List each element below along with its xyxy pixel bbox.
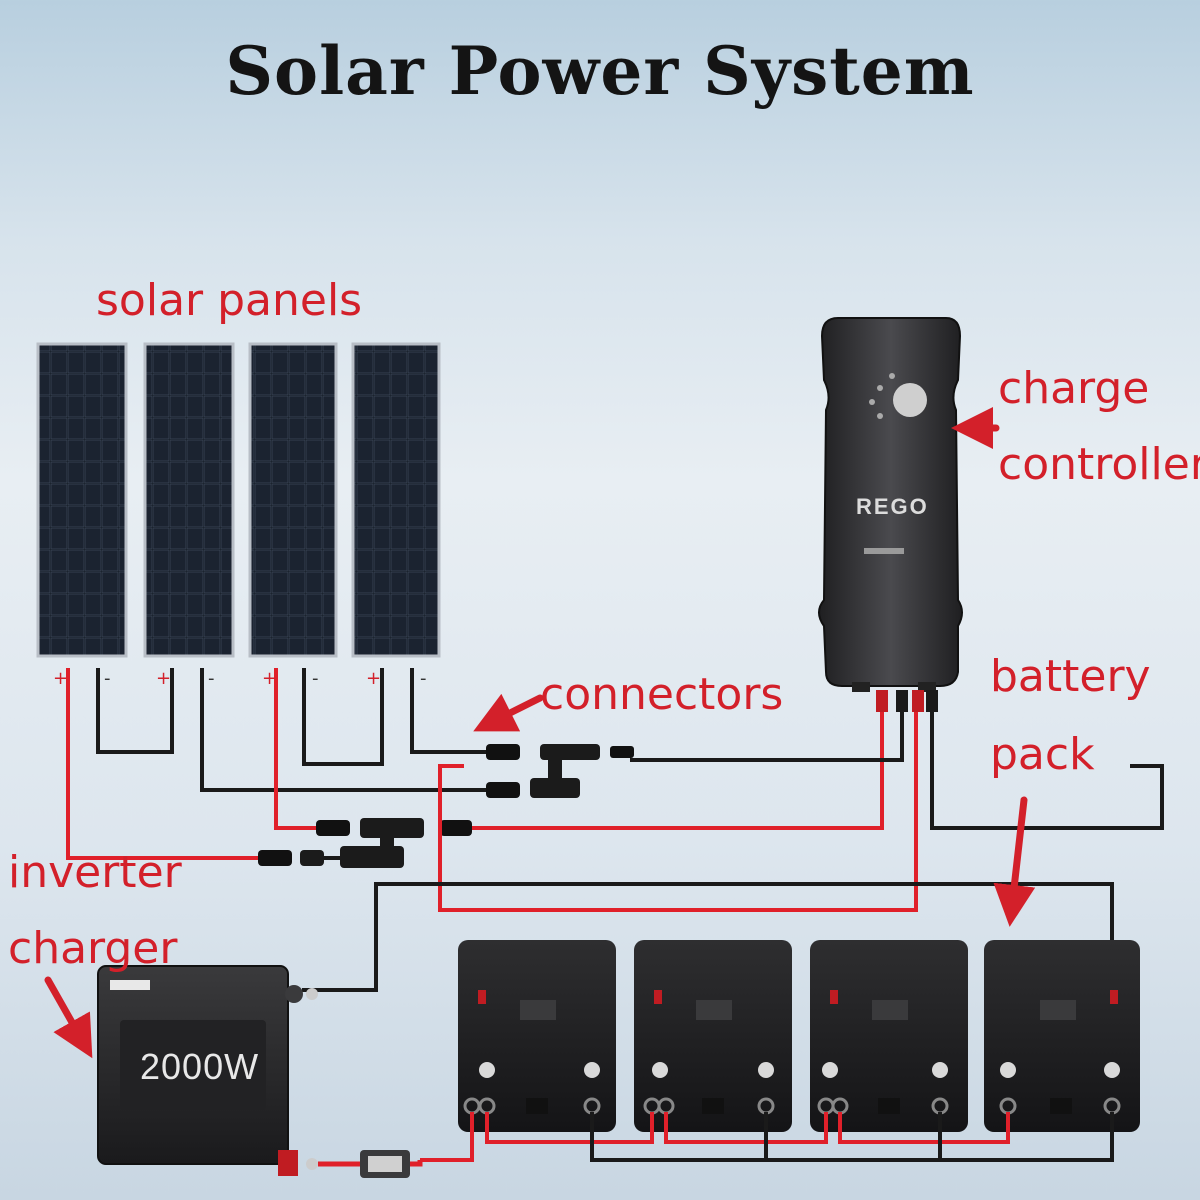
panel-terminal-marks: + - + - + - + - xyxy=(53,668,427,689)
battery-2 xyxy=(634,940,792,1132)
charge-controller xyxy=(818,317,963,712)
label-charger: charger xyxy=(8,923,178,974)
arrow-inverter-charger xyxy=(44,976,93,1059)
label-pack: pack xyxy=(990,729,1095,780)
battery-1 xyxy=(458,940,616,1132)
terminal-plus-3: + xyxy=(262,668,277,689)
terminal-plus-2: + xyxy=(156,668,171,689)
label-battery: battery xyxy=(990,651,1151,702)
inverter-charger xyxy=(97,965,423,1178)
label-controller: controller xyxy=(998,439,1200,490)
solar-panels xyxy=(36,342,441,658)
battery-3 xyxy=(810,940,968,1132)
terminal-minus-3: - xyxy=(312,668,319,689)
controller-battery-wiring xyxy=(302,712,1164,992)
mc4-connectors xyxy=(258,744,634,868)
arrow-connectors xyxy=(473,693,544,732)
terminal-minus-2: - xyxy=(208,668,215,689)
terminal-plus-1: + xyxy=(53,668,68,689)
solar-panel-2 xyxy=(143,342,235,658)
terminal-minus-1: - xyxy=(104,668,111,689)
page-title: Solar Power System xyxy=(225,32,975,110)
solar-panel-3 xyxy=(248,342,338,658)
battery-interconnects xyxy=(420,1112,1114,1162)
battery-pack xyxy=(458,940,1140,1132)
inverter-rating-display: 2000W xyxy=(140,1046,260,1087)
arrow-battery-pack xyxy=(993,796,1036,927)
battery-4 xyxy=(984,940,1140,1132)
terminal-minus-4: - xyxy=(420,668,427,689)
label-solar-panels: solar panels xyxy=(96,275,363,326)
solar-panel-4 xyxy=(351,342,441,658)
controller-model-label: REGO xyxy=(856,494,929,519)
terminal-plus-4: + xyxy=(366,668,381,689)
label-connectors: connectors xyxy=(540,669,784,720)
label-charge: charge xyxy=(998,363,1150,414)
solar-panel-1 xyxy=(36,342,128,658)
label-inverter: inverter xyxy=(8,847,182,898)
annotation-arrows xyxy=(44,407,1036,1059)
